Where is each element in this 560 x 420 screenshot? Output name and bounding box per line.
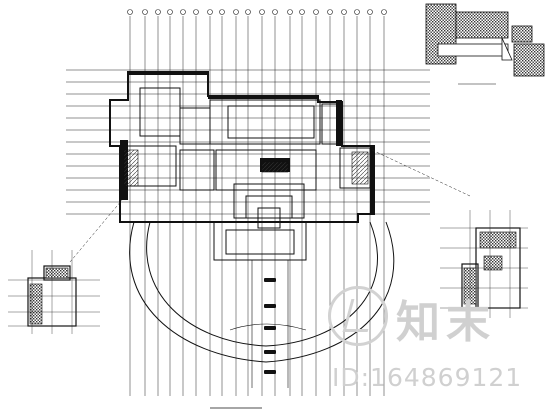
grid-marker: [313, 9, 319, 15]
grid-marker: [327, 9, 333, 15]
grid-marker: [287, 9, 293, 15]
key-plan-highlight: [437, 37, 513, 61]
grid-marker: [155, 9, 161, 15]
grid-marker: [207, 9, 213, 15]
detail-leader-lines: [69, 149, 471, 263]
grid-marker: [367, 9, 373, 15]
watermark-id: ID:164869121: [332, 363, 523, 392]
key-plan: [425, 3, 545, 77]
grid-marker: [272, 9, 278, 15]
stair-hatching: [123, 149, 369, 187]
grid-marker: [219, 9, 225, 15]
entrance-axis-marks: [264, 278, 276, 374]
watermark-logo-icon: [328, 286, 388, 346]
watermark-brand: 知末: [396, 297, 496, 348]
grid-marker: [354, 9, 360, 15]
walkway-lines: [229, 260, 307, 388]
grid-marker: [245, 9, 251, 15]
grid-lines-vertical: [129, 16, 385, 396]
right-detail-hatching: [463, 231, 517, 305]
grid-marker: [259, 9, 265, 15]
right-detail-grid: [440, 210, 528, 318]
driveway-curve: [129, 221, 395, 363]
left-detail-hatching: [29, 267, 69, 325]
grid-marker: [167, 9, 173, 15]
main-building-outline: [109, 71, 375, 223]
grid-marker: [193, 9, 199, 15]
grid-marker: [341, 9, 347, 15]
grid-marker: [180, 9, 186, 15]
grid-marker: [233, 9, 239, 15]
inner-rooms: [125, 87, 371, 261]
grid-marker: [381, 9, 387, 15]
left-detail-grid: [8, 250, 100, 334]
grid-marker: [142, 9, 148, 15]
grid-column-markers: [127, 9, 387, 15]
grid-marker: [299, 9, 305, 15]
grid-marker: [127, 9, 133, 15]
